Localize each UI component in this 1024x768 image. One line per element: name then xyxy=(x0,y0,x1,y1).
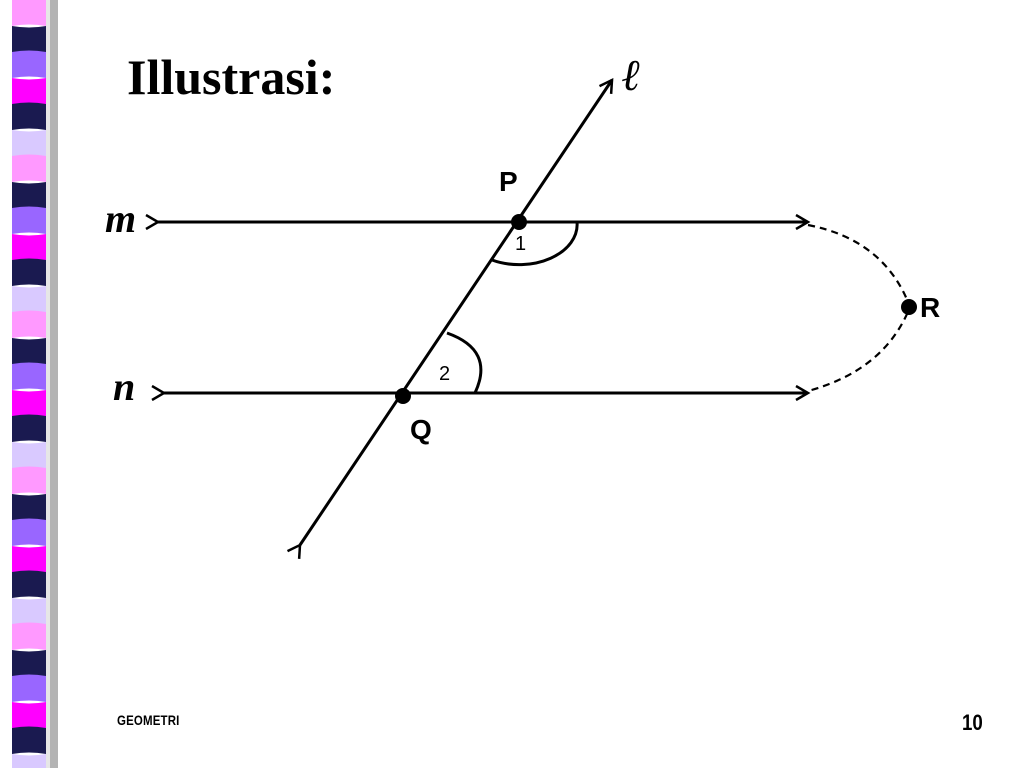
sidebar-stripe xyxy=(12,0,46,26)
sidebar-stripe xyxy=(12,310,46,338)
dashed-extension-arc xyxy=(807,223,912,393)
sidebar-stripe xyxy=(12,286,46,314)
page-number: 10 xyxy=(962,710,983,735)
decorative-sidebar xyxy=(12,0,58,768)
sidebar-stripe xyxy=(12,130,46,158)
angle-1-arc xyxy=(491,221,579,267)
angle-2-arc xyxy=(446,331,483,394)
label-angle-2: 2 xyxy=(439,363,450,385)
sidebar-stripe xyxy=(12,102,46,130)
label-p: P xyxy=(499,166,518,197)
point-p xyxy=(511,214,527,230)
sidebar-stripe xyxy=(12,362,46,390)
sidebar-stripe xyxy=(12,674,46,702)
sidebar-stripe xyxy=(12,234,46,262)
sidebar-stripe xyxy=(12,258,46,286)
sidebar-stripe xyxy=(12,518,46,546)
sidebar-stripe xyxy=(12,26,46,54)
footer-course-label: GEOMETRI xyxy=(117,712,180,728)
point-r xyxy=(901,299,917,315)
point-q xyxy=(395,388,411,404)
sidebar-stripe xyxy=(12,154,46,182)
sidebar-stripe xyxy=(12,414,46,442)
sidebar-stripe xyxy=(12,546,46,574)
sidebar-stripe xyxy=(12,182,46,210)
sidebar-stripe xyxy=(12,78,46,106)
label-q: Q xyxy=(410,414,432,445)
sidebar-stripe xyxy=(12,622,46,650)
sidebar-stripe xyxy=(12,754,46,768)
label-l: ℓ xyxy=(622,51,641,100)
label-angle-1: 1 xyxy=(515,233,526,255)
sidebar-stripe xyxy=(12,466,46,494)
label-r: R xyxy=(920,292,940,323)
sidebar-stripe xyxy=(12,442,46,470)
sidebar-stripe xyxy=(12,390,46,418)
sidebar-stripe xyxy=(12,206,46,234)
sidebar-stripe xyxy=(12,650,46,678)
sidebar-stripe xyxy=(12,598,46,626)
sidebar-stripe xyxy=(12,570,46,598)
sidebar-stripe xyxy=(12,50,46,78)
sidebar-stripe xyxy=(12,338,46,366)
label-m: m xyxy=(105,196,136,241)
label-n: n xyxy=(113,364,135,409)
sidebar-stripe xyxy=(12,702,46,730)
line-l-transversal xyxy=(300,80,612,545)
sidebar-stripe xyxy=(12,726,46,754)
sidebar-stripe xyxy=(12,494,46,522)
